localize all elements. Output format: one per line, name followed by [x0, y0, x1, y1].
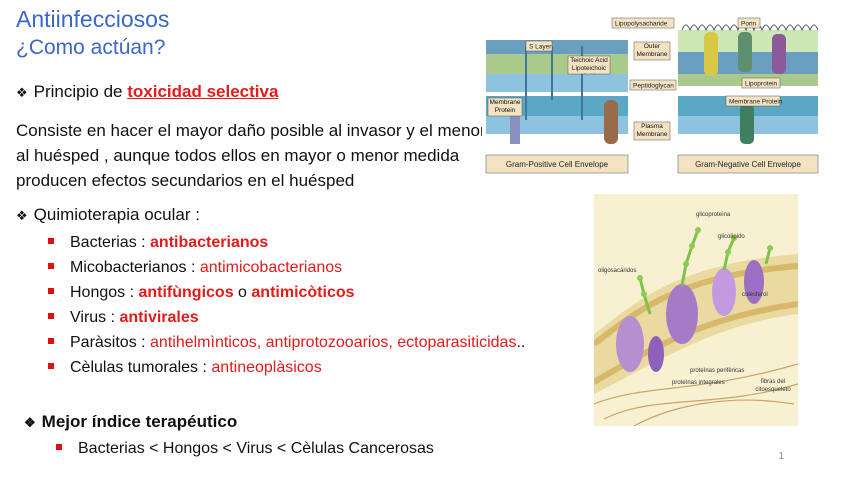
item-value: antihelmìnticos, antiprotozooarios, ecto… [150, 334, 517, 351]
principio-bullet: ❖ Principio de toxicidad selectiva [16, 82, 278, 102]
cell-envelope-figure: Lipopolysacharide Porin S Layer Outer Me… [482, 10, 822, 182]
quimio-heading-row: ❖ Quimioterapia ocular : [16, 205, 200, 225]
indice-heading: Mejor índice terapéutico [41, 412, 238, 431]
label-fibras-citoesqueleto: fibras del citoesqueleto [755, 379, 791, 393]
label-oligosacaridos: oligosacàridos [598, 268, 636, 274]
item-suffix: .. [516, 334, 526, 351]
diamond-bullet-icon: ❖ [24, 415, 36, 430]
label-outer-membrane: Outer Membrane [636, 43, 668, 58]
square-bullet-icon [56, 443, 62, 450]
description-paragraph: Consiste en hacer el mayor daño posible … [16, 121, 486, 190]
label-s-layer: S Layer [529, 44, 552, 51]
indice-item-text: Bacterias < Hongos < Virus < Cèlulas Can… [78, 440, 434, 457]
list-item: Virus : antivirales [48, 305, 525, 330]
square-bullet-icon [48, 337, 54, 344]
item-label: Micobacterianos : [70, 259, 200, 276]
item-value: antifùngicos [138, 284, 234, 301]
item-label: Cèlulas tumorales : [70, 359, 212, 376]
square-bullet-icon [48, 262, 54, 269]
list-item: Hongos : antifùngicos o antimicòticos [48, 280, 525, 305]
item-value: antimicobacterianos [199, 259, 343, 276]
item-value: antibacterianos [150, 234, 269, 251]
page-number: 1 [778, 451, 784, 462]
list-item: Bacterias : antibacterianos [48, 230, 525, 255]
label-teichoic-acid: Teichoic Acid Lipoteichoic Acid [570, 57, 608, 74]
list-item: Paràsitos : antihelmìnticos, antiprotozo… [48, 330, 525, 355]
item-value-2: antimicòticos [251, 284, 355, 301]
indice-item: Bacterias < Hongos < Virus < Cèlulas Can… [56, 436, 434, 461]
label-glicoproteina: glicoproteìna [696, 212, 731, 218]
item-value: antivirales [119, 309, 199, 326]
label-lipoprotein: Lipoprotein [745, 81, 778, 88]
label-peptidoglycan: Peptidoglycan [633, 83, 674, 90]
plasma-membrane-figure: glicoproteìna glicolìpido oligosacàridos… [594, 194, 798, 426]
square-bullet-icon [48, 237, 54, 244]
square-bullet-icon [48, 312, 54, 319]
item-connector: o [233, 284, 252, 301]
principio-highlight: toxicidad selectiva [127, 82, 279, 101]
label-colesterol: colesterol [742, 292, 768, 298]
item-value: antineoplàsicos [211, 359, 322, 376]
item-label: Virus : [70, 309, 120, 326]
label-glicolipido: glicolìpido [718, 234, 745, 240]
list-item: Micobacterianos : antimicobacterianos [48, 255, 525, 280]
item-label: Hongos : [70, 284, 139, 301]
label-gram-negative: Gram-Negative Cell Envelope [695, 160, 801, 169]
label-membrane-protein-pos: Membrane Protein [489, 99, 521, 114]
item-label: Paràsitos : [70, 334, 151, 351]
label-gram-positive: Gram-Positive Cell Envelope [506, 160, 609, 169]
item-label: Bacterias : [70, 234, 151, 251]
label-porin: Porin [741, 21, 757, 28]
label-proteinas-integrales: proteìnas integrales [672, 380, 725, 386]
label-lipopolysaccharide: Lipopolysacharide [615, 21, 668, 28]
label-plasma-membrane: Plasma Membrane [636, 123, 668, 138]
diamond-bullet-icon: ❖ [16, 85, 28, 100]
list-item: Cèlulas tumorales : antineoplàsicos [48, 355, 525, 380]
square-bullet-icon [48, 362, 54, 369]
label-membrane-protein-neg: Membrane Protein [729, 99, 783, 106]
square-bullet-icon [48, 287, 54, 294]
label-proteinas-perifericas: proteìnas perifèricas [690, 368, 744, 374]
indice-heading-row: ❖ Mejor índice terapéutico [24, 412, 237, 432]
page-subtitle: ¿Como actúan? [16, 36, 166, 59]
quimio-list: Bacterias : antibacterianos Micobacteria… [48, 230, 525, 380]
page-title: Antiinfecciosos [16, 6, 170, 32]
diamond-bullet-icon: ❖ [16, 208, 28, 223]
principio-prefix: Principio de [33, 82, 128, 101]
quimio-heading: Quimioterapia ocular : [33, 205, 200, 224]
